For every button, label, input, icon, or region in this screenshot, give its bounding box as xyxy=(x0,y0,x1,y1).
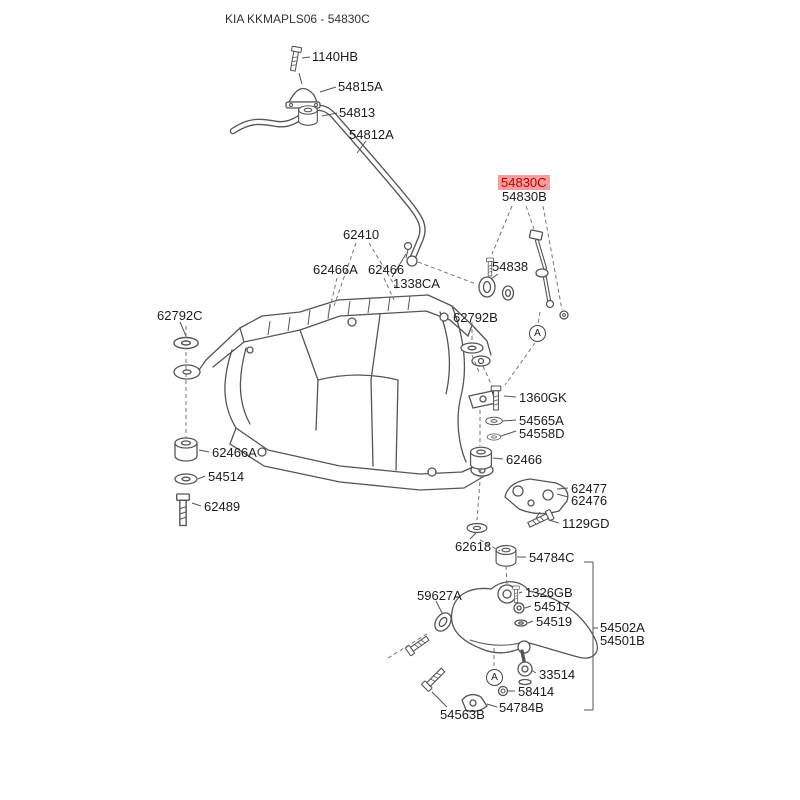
detail-marker-a-lower: A xyxy=(486,669,503,686)
bolt-62489-icon xyxy=(176,493,190,527)
label-54519[interactable]: 54519 xyxy=(536,614,573,629)
washer-54565A-icon xyxy=(485,416,503,426)
label-1326GB[interactable]: 1326GB xyxy=(525,585,573,600)
label-1140HB[interactable]: 1140HB xyxy=(312,49,359,64)
label-1360GK[interactable]: 1360GK xyxy=(519,390,567,405)
dashed-leader-lines xyxy=(185,205,563,666)
diagram-title: KIA KKMAPLS06 - 54830C xyxy=(225,12,370,26)
stabilizer-link-54830B xyxy=(478,229,569,320)
label-54502A[interactable]: 54502A xyxy=(600,620,645,635)
label-54501B[interactable]: 54501B xyxy=(600,633,645,648)
label-54813[interactable]: 54813 xyxy=(339,105,376,120)
bushing-54517-icon xyxy=(513,602,525,614)
label-62489[interactable]: 62489 xyxy=(204,499,241,514)
label-1338CA[interactable]: 1338CA xyxy=(393,276,440,291)
label-54558D[interactable]: 54558D xyxy=(519,426,565,441)
washer-54519-icon xyxy=(514,619,528,627)
washer-54558D-icon xyxy=(486,433,502,441)
label-59627A[interactable]: 59627A xyxy=(417,588,462,603)
label-54812A[interactable]: 54812A xyxy=(349,127,394,142)
bushing-62466A-left-icon xyxy=(174,437,198,462)
washer-62618-icon xyxy=(466,522,488,534)
label-62466A-top[interactable]: 62466A xyxy=(313,262,358,277)
label-54830C-selected[interactable]: 54830C xyxy=(498,175,550,190)
label-62466-right[interactable]: 62466 xyxy=(506,452,543,467)
bushing-54784C-icon xyxy=(495,544,517,567)
label-62466-top[interactable]: 62466 xyxy=(368,262,405,277)
detail-marker-a-upper: A xyxy=(529,325,546,342)
label-33514[interactable]: 33514 xyxy=(539,667,576,682)
label-54784B[interactable]: 54784B xyxy=(499,700,544,715)
bolt-1338CA-icon xyxy=(403,241,413,259)
label-1129GD[interactable]: 1129GD xyxy=(562,516,610,531)
washer-54514-icon xyxy=(174,473,198,485)
label-54517[interactable]: 54517 xyxy=(534,599,571,614)
bracket-54784B-icon xyxy=(461,693,488,712)
bracket-62477-icon xyxy=(504,478,569,515)
group-brace-54502A xyxy=(584,561,598,711)
subframe-62410 xyxy=(173,294,497,491)
bushing-54813-icon xyxy=(298,105,318,126)
label-54514[interactable]: 54514 xyxy=(208,469,245,484)
bushing-59627A-icon xyxy=(404,612,452,657)
label-62466A-left[interactable]: 62466A xyxy=(212,445,257,460)
label-54565A[interactable]: 54565A xyxy=(519,413,564,428)
leader-lines xyxy=(179,56,569,708)
label-62476[interactable]: 62476 xyxy=(571,493,608,508)
label-54838[interactable]: 54838 xyxy=(492,259,529,274)
bushing-62466-right-icon xyxy=(469,446,493,470)
washer-62792B-icon xyxy=(460,342,484,354)
label-54815A[interactable]: 54815A xyxy=(338,79,383,94)
bracket-54815A-icon xyxy=(285,87,321,109)
label-62618[interactable]: 62618 xyxy=(455,539,492,554)
label-62477[interactable]: 62477 xyxy=(571,481,608,496)
label-62410[interactable]: 62410 xyxy=(343,227,380,242)
label-54830B[interactable]: 54830B xyxy=(502,189,547,204)
label-54784C[interactable]: 54784C xyxy=(529,550,575,565)
nut-58414-icon xyxy=(497,685,509,697)
bolt-1140HB-icon xyxy=(287,45,303,85)
label-62792B[interactable]: 62792B xyxy=(453,310,498,325)
stabilizer-bar-54812A xyxy=(229,104,426,267)
ball-joint-33514-icon xyxy=(517,649,533,686)
label-58414[interactable]: 58414 xyxy=(518,684,555,699)
washer-62792C-icon xyxy=(173,336,199,350)
label-62792C[interactable]: 62792C xyxy=(157,308,203,323)
label-54563B[interactable]: 54563B xyxy=(440,707,485,722)
bolt-54563B-icon xyxy=(420,665,448,693)
